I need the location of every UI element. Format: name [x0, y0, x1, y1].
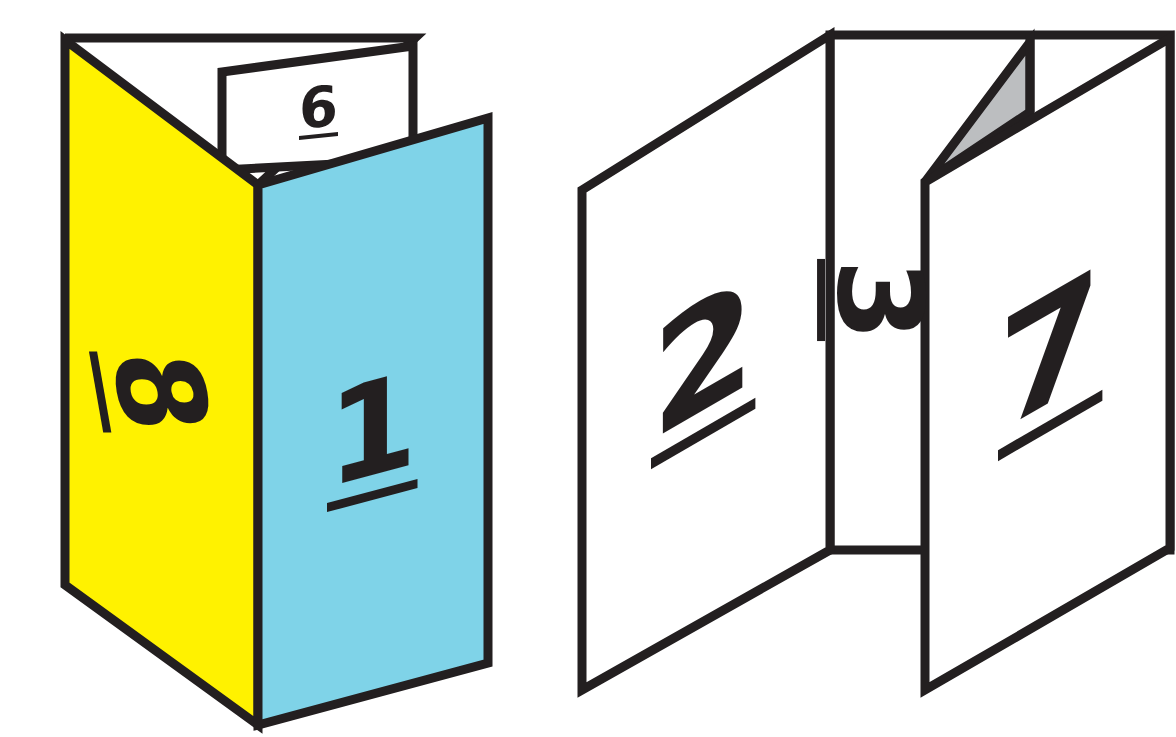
- fold-line: [1026, 35, 1035, 112]
- page-number: 1: [327, 353, 417, 507]
- right-panel: [925, 38, 1170, 690]
- left-panel: [582, 35, 830, 690]
- blue-panel: [258, 118, 488, 725]
- page-number: 8: [93, 352, 227, 433]
- page-number: 6: [299, 78, 338, 138]
- yellow-panel: [65, 40, 258, 725]
- page-number: 3: [821, 259, 939, 341]
